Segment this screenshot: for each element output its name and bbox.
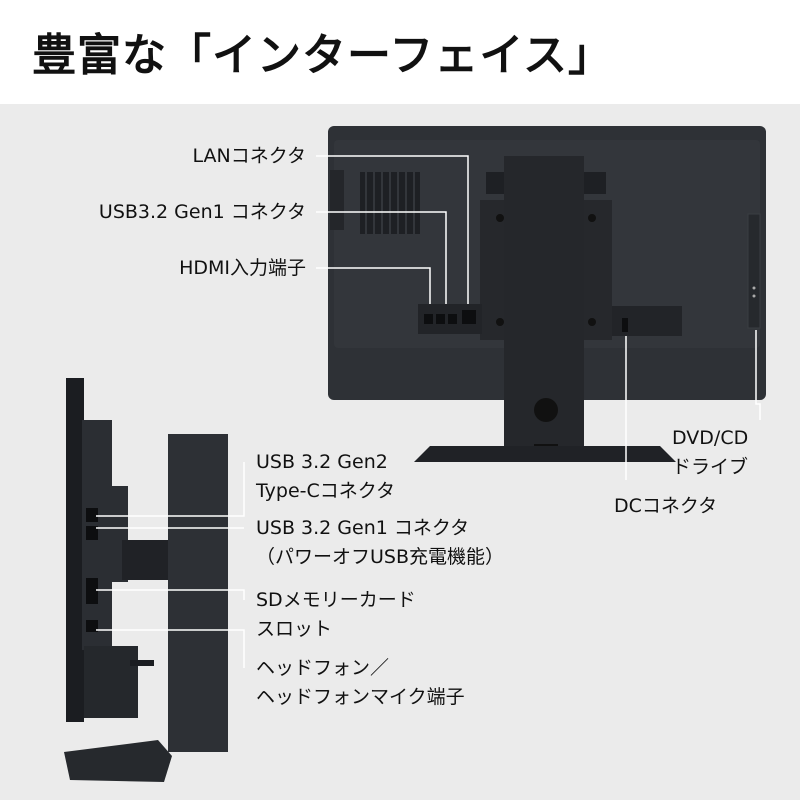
leader-sd [96, 589, 245, 600]
leader-usb-gen1-back [316, 211, 447, 304]
side-view-monitor [64, 378, 228, 782]
leader-headphone [96, 629, 245, 668]
callout-hdmi: HDMI入力端子 [179, 257, 306, 279]
callout-dc: DCコネクタ [614, 495, 718, 517]
leader-lan [316, 155, 469, 304]
page-title: 豊富な「インターフェイス」 [32, 30, 614, 81]
callout-usb-gen1-side-line1: USB 3.2 Gen1 コネクタ [256, 517, 470, 539]
callout-dvd-line2: ドライブ [672, 456, 749, 478]
callout-usb-gen1-side-line2: （パワーオフUSB充電機能） [256, 546, 505, 568]
callout-lan: LANコネクタ [192, 145, 306, 167]
leader-usb-c [96, 462, 245, 517]
callout-headphone-line2: ヘッドフォンマイク端子 [256, 686, 465, 708]
callout-usb-c-line1: USB 3.2 Gen2 [256, 451, 388, 473]
leader-hdmi [316, 267, 431, 304]
title-bar [0, 0, 800, 104]
callout-usb-gen1-back: USB3.2 Gen1 コネクタ [98, 201, 306, 223]
callout-headphone-line1: ヘッドフォン／ [256, 657, 390, 679]
callout-sd-line2: スロット [256, 618, 333, 640]
leader-lines [96, 155, 761, 668]
leader-dvd [755, 330, 761, 420]
callout-dvd-line1: DVD/CD [672, 427, 749, 449]
back-view-monitor [328, 126, 766, 462]
callout-sd-line1: SDメモリーカード [256, 589, 416, 611]
callout-usb-c-line2: Type-Cコネクタ [256, 480, 396, 502]
